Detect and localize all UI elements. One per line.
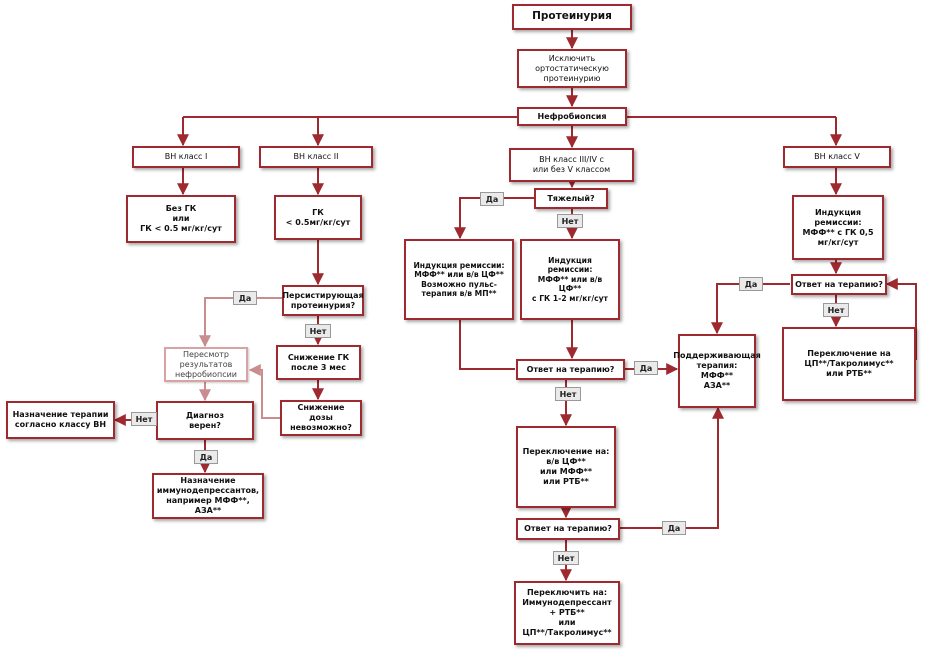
node-reduce-impossible: Снижение дозы невозможно? [280,400,362,436]
node-class1: ВН класс I [132,146,240,168]
label-no-persistent: Нет [305,324,331,338]
label-no-diagnosis: Нет [131,412,157,426]
label-no-response1: Нет [555,387,581,401]
arrow-response-v-yes [711,283,790,335]
node-immunosuppressants: Назначение иммунодепрессантов, например … [152,473,264,519]
node-induction-mild: Индукция ремиссии: МФФ** или в/в ЦФ** с … [520,239,620,320]
node-gc-low: ГК < 0.5мг/кг/сут [274,195,362,240]
node-assign-therapy: Назначение терапии согласно классу ВН [6,401,115,439]
node-response-v: Ответ на терапию? [791,274,887,295]
label-no-response-v: Нет [823,303,849,317]
arrow-response2-yes [620,406,724,529]
node-review-biopsy: Пересмотр результатов нефробиопсии [164,347,248,382]
label-no-severe: Нет [557,214,583,228]
node-exclude-ortho: Исключить ортостатическую протеинурию [517,49,627,88]
node-proteinuria: Протеинурия [512,4,632,30]
node-induction-severe: Индукция ремиссии: МФФ** или в/в ЦФ** Во… [404,239,514,320]
node-persistent: Персистирующая протеинурия? [282,285,364,316]
label-yes-persistent: Да [233,291,257,305]
node-maintenance: Поддерживающая терапия: МФФ** АЗА** [673,334,761,408]
arrow-induction-response [459,320,515,370]
node-response2: Ответ на терапию? [516,518,620,540]
label-yes-response-v: Да [739,277,763,291]
label-yes-severe: Да [480,192,504,206]
node-no-gc: Без ГК или ГК < 0.5 мг/кг/сут [126,195,236,243]
node-diagnosis-ok: Диагноз верен? [156,401,254,440]
label-yes-diagnosis: Да [194,450,218,464]
node-response1: Ответ на терапию? [516,359,625,380]
node-reduce-gc: Снижение ГК после 3 мес [276,345,361,380]
node-induction-v: Индукция ремиссии: МФФ** с ГК 0,5 мг/кг/… [792,195,884,260]
node-switch-to: Переключение на: в/в ЦФ** или МФФ** или … [516,426,616,508]
node-biopsy: Нефробиопсия [517,107,627,126]
arrow-impossible-review [248,364,280,419]
arrow-severe-yes [454,197,545,240]
node-switch-cp: Переключение на ЦП**/Такролимус** или РТ… [782,327,916,401]
label-no-response2: Нет [553,551,579,565]
node-severe: Тяжелый? [534,188,608,209]
node-class5: ВН класс V [783,146,891,168]
node-class34: ВН класс III/IV с или без V классом [509,148,634,182]
label-yes-response2: Да [662,521,686,535]
node-switch-final: Переключить на: Иммунодепрессант + РТБ**… [514,581,620,645]
arrow-switch-loop [885,278,917,360]
node-class2: ВН класс II [259,146,373,168]
label-yes-response1: Да [634,361,658,375]
arrow-persistent-yes [199,297,282,348]
